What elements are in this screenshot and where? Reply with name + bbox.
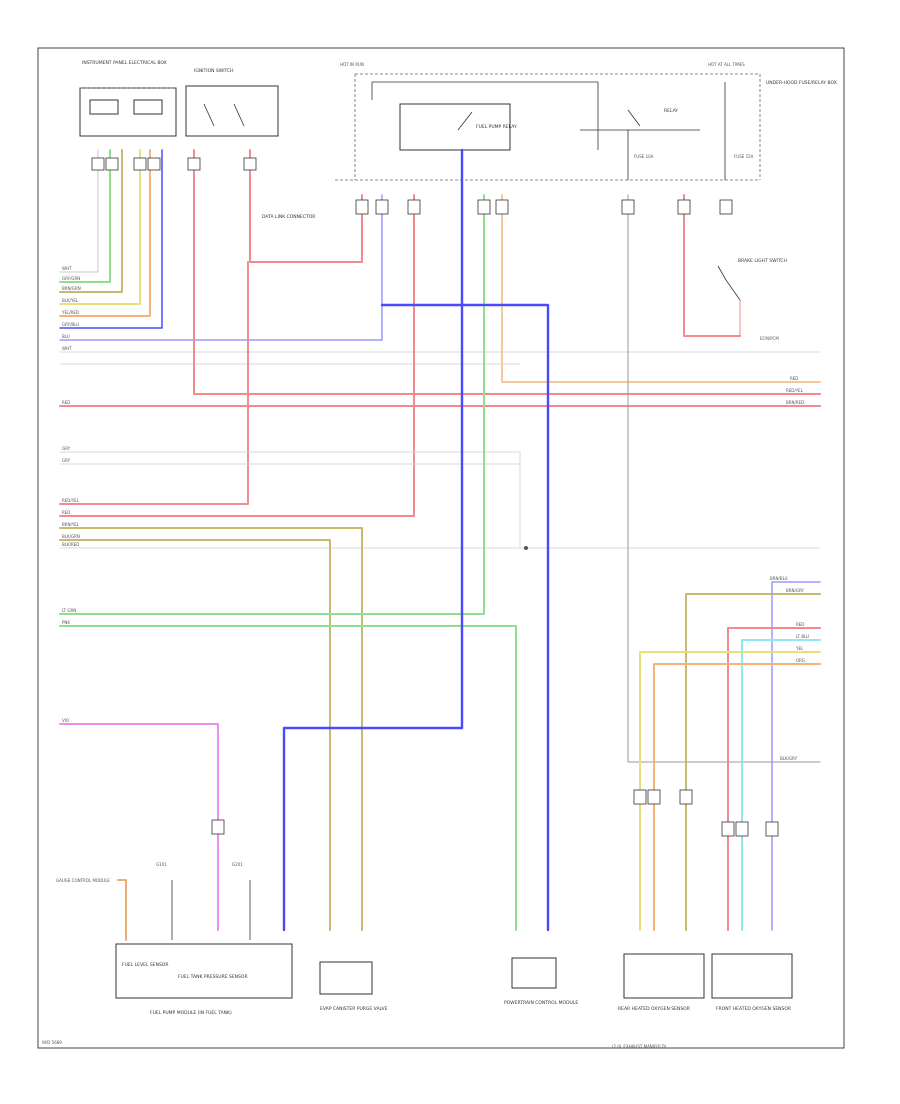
right-label: BRN/GRY [786,588,804,593]
left-wire-labels: WHT GRY/GRN BRN/GRN BLK/YEL YEL/RED GRY/… [61,266,81,723]
instrument-panel-box: INSTRUMENT PANEL ELECTRICAL BOX [79,60,177,137]
wire-wht [59,149,99,273]
wire-blu-sensor [282,148,464,932]
wire-yel-red [59,149,151,317]
wire-red-ign [193,149,821,395]
ecm-right-label: ECM/PCM [760,336,779,341]
rear-o2-label: REAR HEATED OXYGEN SENSOR [618,1006,690,1012]
left-label: BRN/GRN [62,286,81,291]
right-label: RED [796,622,804,627]
ignition-switch-box: IGNITION SWITCH [185,68,279,137]
gauge-control-label: GAUGE CONTROL MODULE [56,878,110,883]
pcm-label: POWERTRAIN CONTROL MODULE [504,1000,578,1006]
brake-switch-label: BRAKE LIGHT SWITCH [738,258,787,264]
wire-yel [639,651,821,931]
evap-canister-valve: EVAP CANISTER PURGE VALVE [319,961,388,1012]
wire-gry-grn [59,149,111,283]
fuse-b-label: FUSE 15A [734,154,754,159]
wire-lt-grn [59,194,485,615]
left-label: LT GRN [62,608,76,613]
wire-blu-pump [380,303,550,932]
brake-switch: BRAKE LIGHT SWITCH [717,258,787,301]
right-label: YEL [795,646,804,651]
ignition-switch-label: IGNITION SWITCH [194,68,234,74]
underhood-fuse-box: HOT IN RUN HOT AT ALL TIMES UNDER-HOOD F… [335,62,837,181]
fuse-a-label: FUSE 10A [634,154,654,159]
instrument-panel-label: INSTRUMENT PANEL ELECTRICAL BOX [82,60,167,66]
left-label: YEL/RED [61,310,79,315]
fuel-tank-unit: FUEL LEVEL SENSOR FUEL TANK PRESSURE SEN… [56,862,293,1016]
underhood-box-label: UNDER-HOOD FUSE/RELAY BOX [766,80,837,86]
wire-brn-blu [685,593,821,931]
left-label: VIO [62,718,69,723]
wire-blk-grn [59,539,331,931]
front-o2-sensor: FRONT HEATED OXYGEN SENSOR [711,953,793,1012]
left-label: GRY/GRN [62,276,80,281]
front-o2-label: FRONT HEATED OXYGEN SENSOR [716,1006,791,1012]
note-label: (2.0L EXHAUST MANIFOLD) [612,1044,667,1049]
hot-in-run-label: HOT IN RUN [340,62,364,67]
right-label: RED/YEL [786,388,804,393]
wire-brn-grn [59,149,123,293]
wire-org [653,663,821,931]
wire-brn-yel [59,527,363,931]
footer-code: W/D 5689 [42,1040,62,1045]
right-label: BLK/GRY [780,756,798,761]
rear-o2-sensor: REAR HEATED OXYGEN SENSOR (2.0L EXHAUST … [612,953,705,1049]
fuel-level-sensor-label: FUEL LEVEL SENSOR [122,962,168,968]
wire-gauge [117,879,127,941]
wire-blk-gry [627,194,821,763]
left-label: WHT [62,346,72,351]
left-label: RED [62,400,70,405]
diagram-frame [37,47,845,1049]
left-label: BLK/RED [62,542,79,547]
wire-gry-blu [59,149,163,329]
wire-blu [59,194,383,341]
ground-1-label: G101 [156,862,167,867]
wire-red-dlc [249,149,363,263]
wire-red-brake [683,194,741,337]
wire-gry [59,451,521,549]
left-label: BLU [62,334,70,339]
right-label: BRN/RED [786,400,804,405]
right-label: LT BLU [796,634,809,639]
data-link-label: DATA LINK CONNECTOR [262,214,315,220]
hot-at-all-times-label: HOT AT ALL TIMES [708,62,745,67]
left-label: RED [62,510,70,515]
left-label: RED/YEL [62,498,80,503]
wire-vio [771,581,821,931]
fuel-tank-pressure-label: FUEL TANK PRESSURE SENSOR [178,974,248,980]
wire-blk-yel [59,149,141,305]
left-label: WHT [62,266,72,271]
left-label: PNK [62,620,70,625]
fuel-relay-label: FUEL PUMP RELAY [476,124,517,130]
left-label: GRY/BLU [62,322,79,327]
left-label: BRN/YEL [62,522,80,527]
left-label: GRY [62,458,71,463]
left-label: BLK/YEL [62,298,79,303]
wire-pnk [59,723,219,931]
connector-marks [91,157,779,837]
left-label: BLK/GRN [62,534,80,539]
main-relay-label: RELAY [664,108,678,114]
right-wire-labels: RED BRN/BLU RED/YEL BRN/RED BRN/GRY ORG … [760,336,809,761]
wire-orange-right [501,194,821,383]
right-label: RED [790,376,798,381]
fuel-pump-relay-unit: POWERTRAIN CONTROL MODULE [504,957,578,1006]
ground-2-label: G201 [232,862,243,867]
left-label: GRY [62,446,71,451]
wire-red-2 [59,194,415,517]
wire-lt-blu [741,639,821,931]
right-label: BRN/BLU [770,576,788,581]
wire-grn [59,625,517,931]
fuel-pump-module-label: FUEL PUMP MODULE (IN FUEL TANK) [150,1010,232,1016]
evap-valve-label: EVAP CANISTER PURGE VALVE [320,1006,388,1012]
data-link-connector: DATA LINK CONNECTOR [262,214,315,220]
right-label: ORG [796,658,805,663]
wire-red-yel [59,261,249,505]
